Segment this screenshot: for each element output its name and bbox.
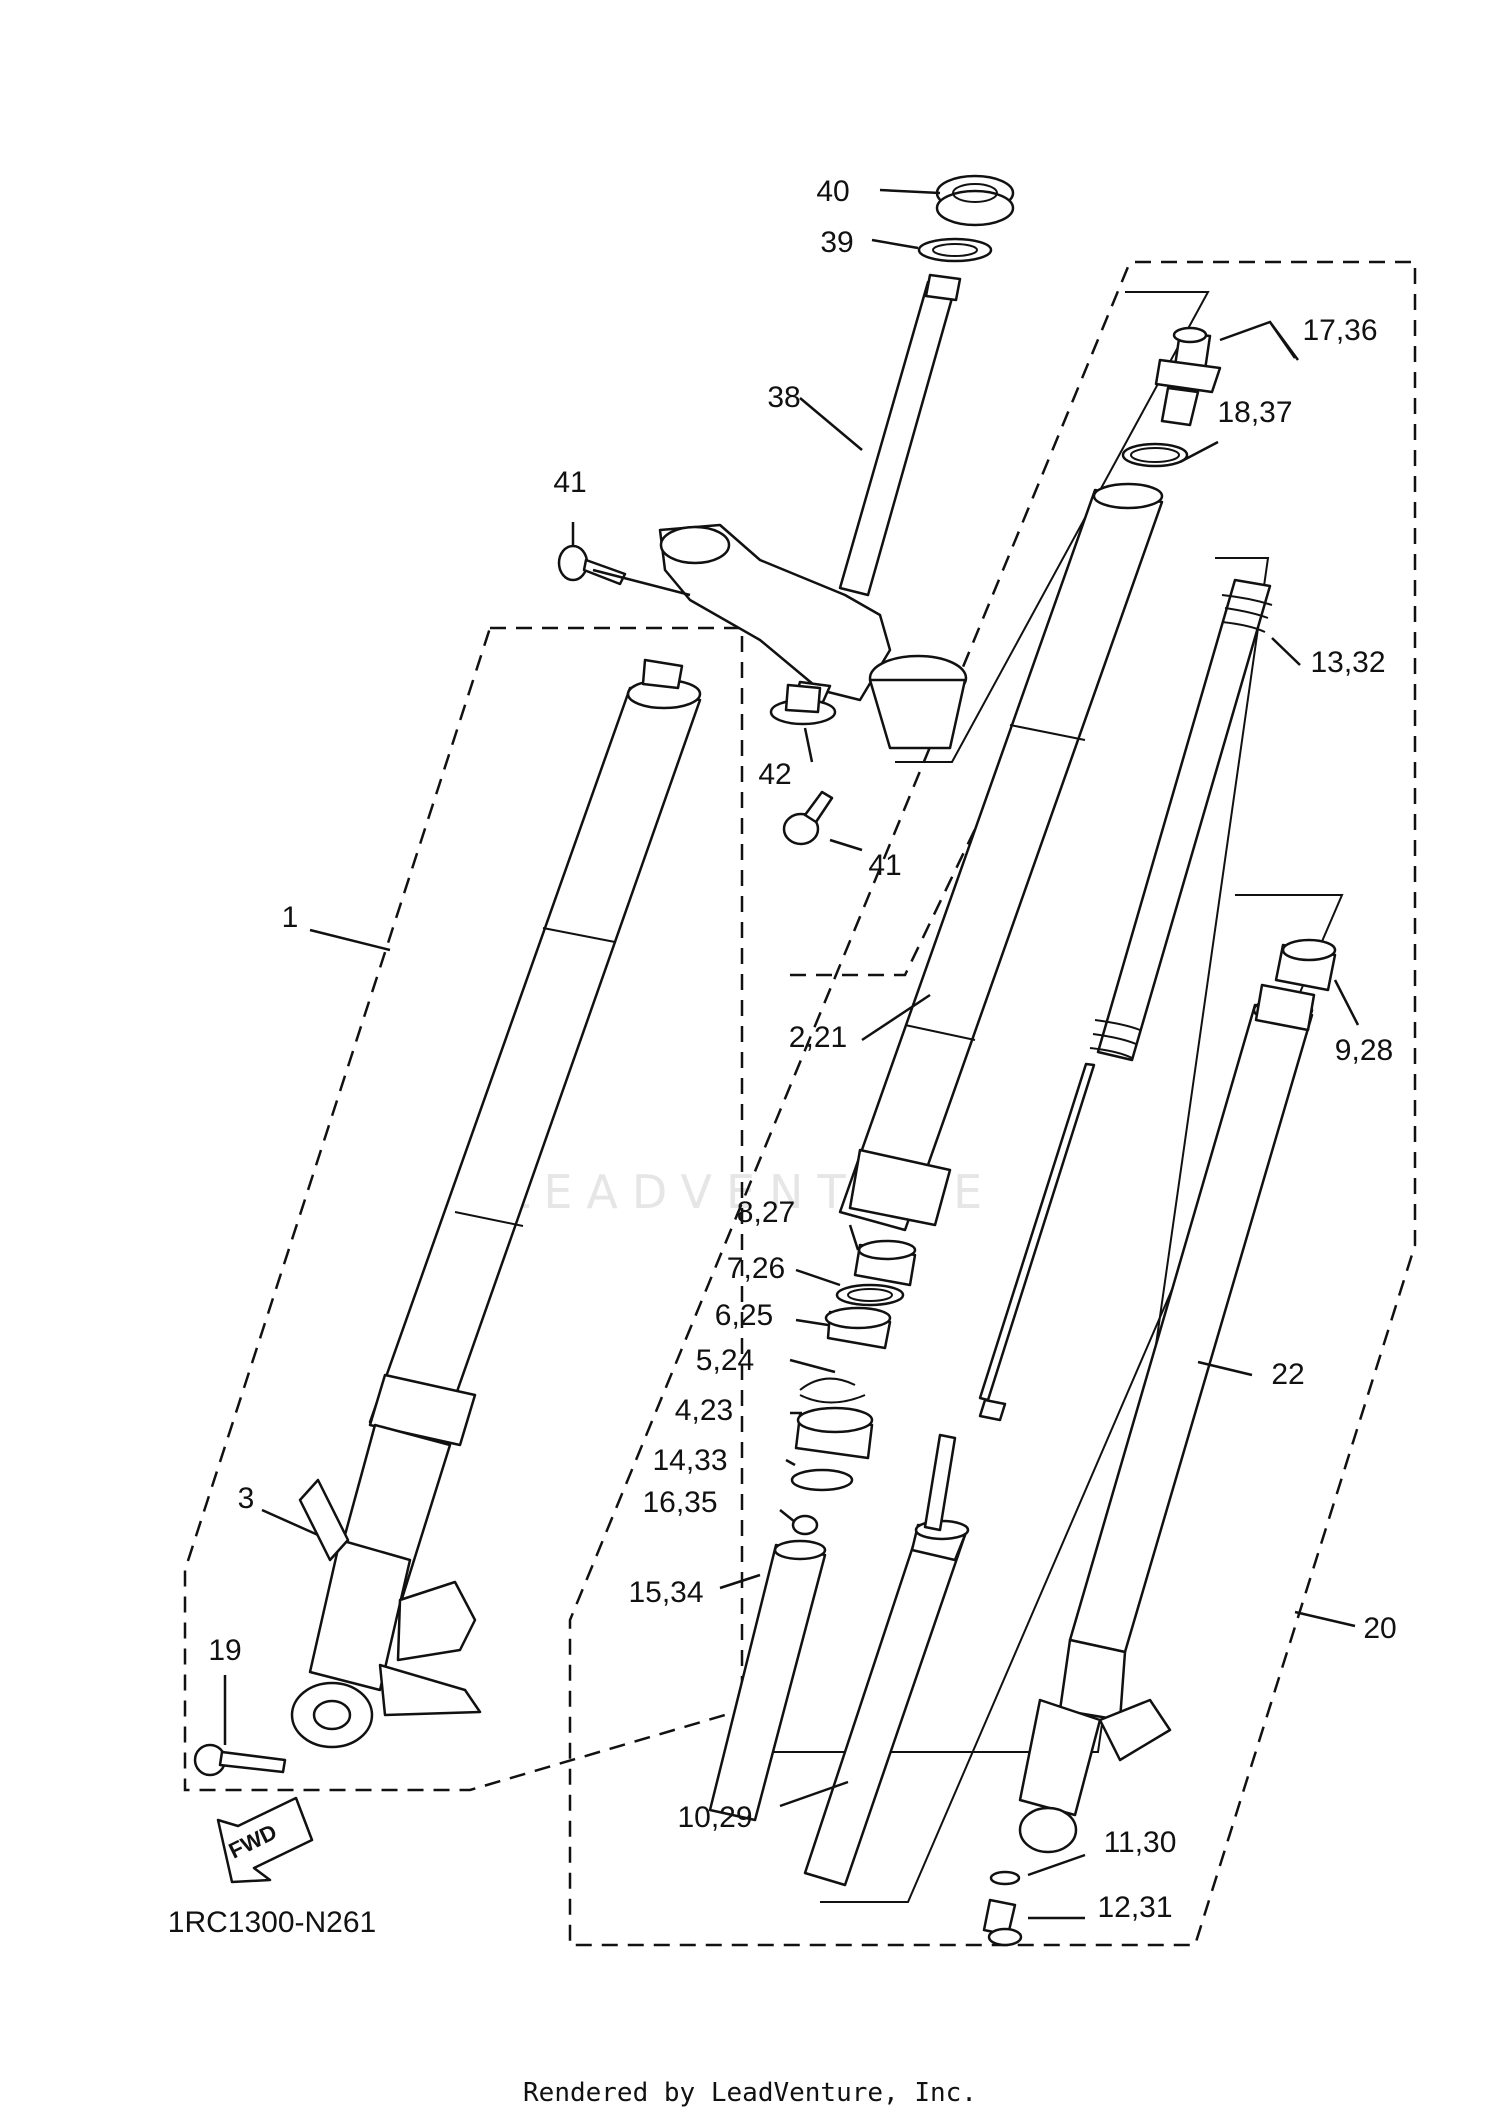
washer (917, 237, 993, 263)
spacer-tube (708, 1539, 827, 1822)
right-fork-group-boundary (568, 260, 1417, 1947)
callout-label: 22 (1271, 1358, 1304, 1391)
o-ring (1121, 442, 1189, 468)
callout-label: 9,28 (1335, 1034, 1393, 1067)
callout-label: 39 (820, 226, 853, 259)
bolt-upper (557, 544, 627, 586)
callout-label: 10,29 (677, 1801, 752, 1834)
callout-label: 40 (816, 175, 849, 208)
seal-stack (790, 1239, 917, 1536)
callout-label: 41 (553, 466, 586, 499)
callout-label: 6,25 (715, 1299, 773, 1332)
guide-bushing (1274, 938, 1337, 992)
diagram-code: 1RC1300-N261 (168, 1906, 376, 1939)
callout-label: 42 (758, 758, 791, 791)
forward-direction-arrow: FWD (216, 1796, 314, 1884)
bolt-lower (782, 790, 834, 846)
callout-label: 38 (767, 381, 800, 414)
callout-label: 4,23 (675, 1394, 733, 1427)
fork-assembly-left (290, 658, 702, 1749)
fork-adjuster-bolt (1154, 326, 1222, 427)
callout-label: 17,36 (1302, 314, 1377, 347)
callout-label: 15,34 (628, 1576, 703, 1609)
callout-label: 20 (1363, 1612, 1396, 1645)
outer-tube-group-boundary (820, 894, 1344, 1903)
callout-label: 3 (238, 1482, 255, 1515)
callout-label: 19 (208, 1634, 241, 1667)
render-credit-footer: Rendered by LeadVenture, Inc. (523, 2078, 977, 2108)
callout-label: 7,26 (727, 1252, 785, 1285)
cartridge-group-boundary (730, 557, 1270, 1753)
steering-shaft-and-lower-bracket (658, 273, 968, 750)
callout-label: 16,35 (642, 1486, 717, 1519)
inner-tube-group-boundary (895, 291, 1210, 763)
callout-label: 2,21 (789, 1021, 847, 1054)
leader-lines (223, 188, 1360, 1920)
outer-tube-right (1018, 983, 1316, 1854)
damper-rod (978, 1062, 1096, 1422)
callout-label: 11,30 (1104, 1826, 1177, 1859)
axle-bolt (193, 1743, 287, 1777)
callout-label: 8,27 (737, 1196, 795, 1229)
fork-spring (1089, 578, 1273, 1062)
callout-label: 1 (282, 901, 299, 934)
collar-cap (769, 683, 837, 726)
damper-cylinder (803, 1433, 970, 1887)
drain-bolt-washer (982, 1870, 1023, 1947)
callout-label: 13,32 (1310, 646, 1385, 679)
callout-label: 5,24 (696, 1344, 754, 1377)
left-fork-group-boundary (183, 626, 744, 1792)
callout-label: 41 (868, 849, 901, 882)
ring-nut (935, 174, 1015, 227)
callout-label: 18,37 (1217, 396, 1292, 429)
inner-tube-right (838, 482, 1164, 1232)
callout-label: 12,31 (1097, 1891, 1172, 1924)
callout-label: 14,33 (652, 1444, 727, 1477)
